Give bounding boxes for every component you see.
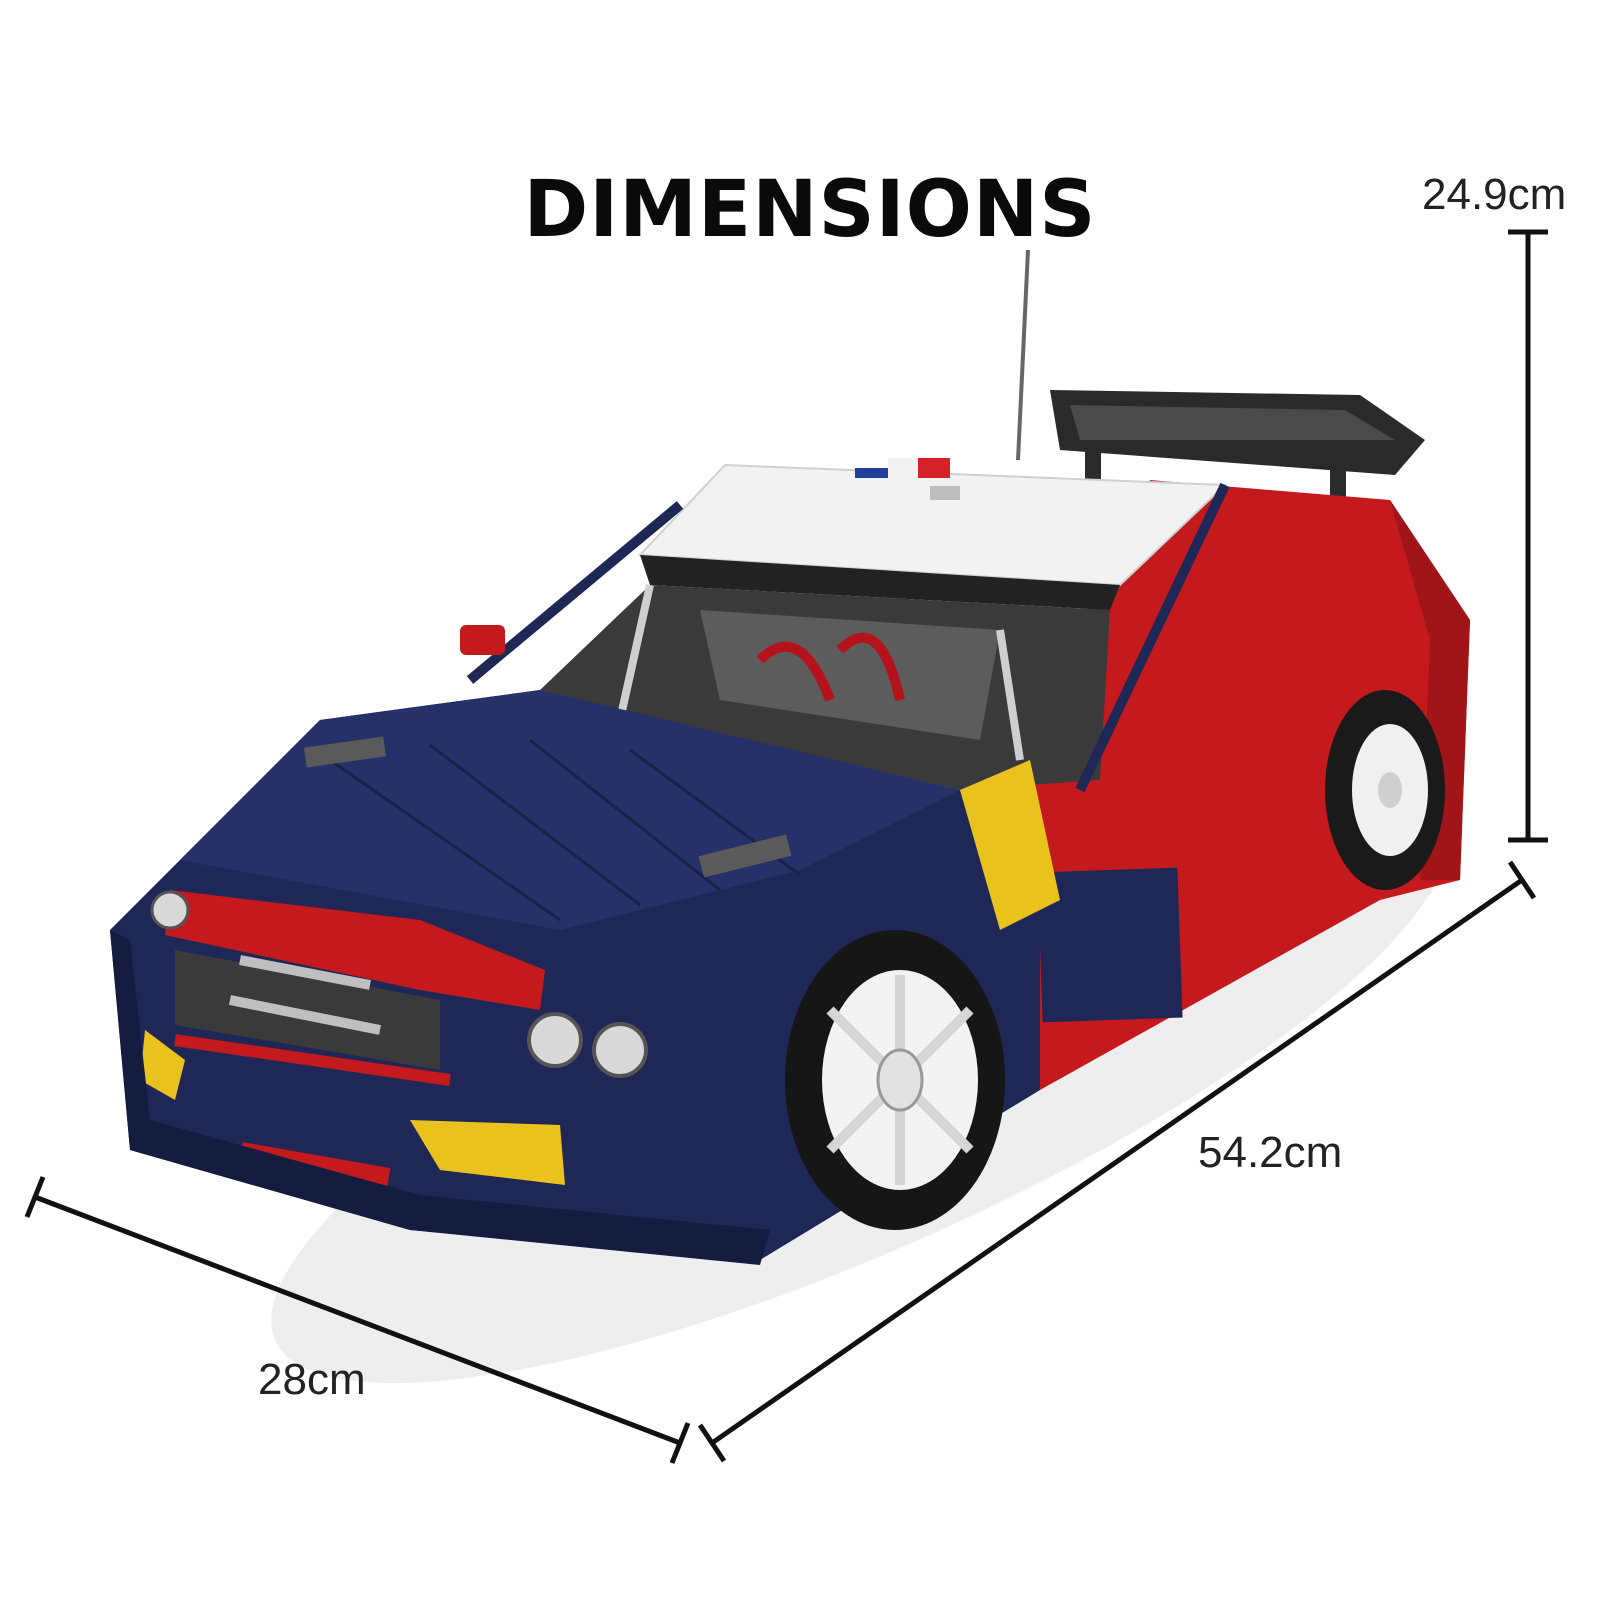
front-grille	[140, 890, 648, 1186]
car-interior	[466, 482, 1230, 793]
height-dimension-line	[1508, 229, 1548, 843]
front-wheel	[785, 930, 1005, 1230]
front-bumper	[110, 930, 770, 1265]
antenna	[1016, 249, 1030, 461]
width-dimension-line	[24, 1176, 691, 1464]
length-label: 54.2cm	[1198, 1128, 1343, 1177]
rear-wheel	[1325, 690, 1445, 890]
height-label: 24.9cm	[1422, 170, 1567, 219]
page-title: DIMENSIONS	[523, 165, 1097, 255]
width-label: 28cm	[258, 1355, 366, 1404]
right-mirror	[1105, 755, 1160, 795]
rear-spoiler	[1050, 390, 1425, 530]
left-mirror	[460, 625, 505, 655]
car-body-rear	[1000, 480, 1470, 1090]
length-dimension-line	[697, 860, 1537, 1463]
car-roof	[637, 458, 1228, 610]
